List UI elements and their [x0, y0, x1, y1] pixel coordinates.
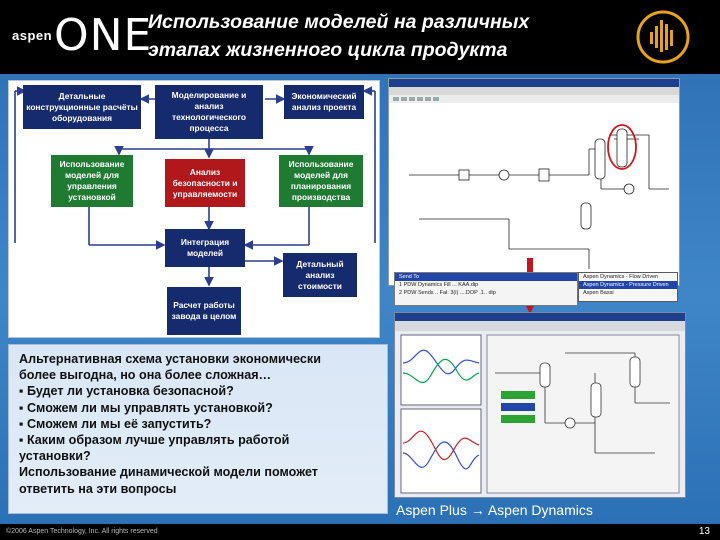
- flow-box-detailed-design: Детальные конструкционные расчёты оборуд…: [23, 85, 141, 129]
- aspen-dynamics-screenshot: [394, 312, 686, 498]
- text-line: Альтернативная схема установки экономиче…: [19, 352, 321, 366]
- title-line-2: этапах жизненного цикла продукта: [148, 39, 508, 61]
- menu-item-recent-1[interactable]: 1 PDW Dynamics Fill ... KAA.dip: [399, 282, 479, 288]
- menu-item-send-to[interactable]: Send To: [395, 273, 577, 281]
- logo-prefix: aspen: [12, 28, 53, 43]
- send-to-submenu[interactable]: Aspen Dynamics - Flow Driven Aspen Dynam…: [578, 272, 678, 302]
- send-to-menu[interactable]: Send To 1 PDW Dynamics Fill ... KAA.dip …: [394, 272, 578, 306]
- flowchart-connectors: [14, 86, 376, 287]
- header-bar: aspen ONE Использование моделей на разли…: [0, 0, 720, 74]
- flow-box-cost-analysis: Детальный анализ стоимости: [283, 253, 357, 297]
- flow-box-plant-operation: Расчет работы завода в целом: [167, 287, 241, 335]
- aspen-emblem-icon: [636, 10, 690, 64]
- text-line: Использование динамической модели поможе…: [19, 465, 318, 480]
- flow-box-process-modeling: Моделирование и анализ технологического …: [155, 85, 263, 139]
- submenu-item-bassi[interactable]: Aspen Bassi: [583, 290, 614, 296]
- bullet-question: ▪ Каким образом лучше управлять работой: [19, 433, 290, 448]
- flow-box-safety-analysis: Анализ безопасности и управляемости: [165, 159, 245, 207]
- flow-box-economic-analysis: Экономический анализ проекта: [284, 85, 364, 119]
- aspen-plus-flowsheet: [389, 79, 679, 269]
- submenu-item-pressure-driven[interactable]: Aspen Dynamics - Pressure Driven: [579, 281, 677, 289]
- flow-box-model-integration: Интеграция моделей: [165, 229, 245, 267]
- lifecycle-flowchart: Детальные конструкционные расчёты оборуд…: [8, 80, 380, 338]
- logo-main: ONE: [54, 10, 153, 61]
- aspen-plus-screenshot: [388, 78, 680, 286]
- transition-caption: Aspen Plus → Aspen Dynamics: [396, 502, 593, 518]
- discussion-text: Альтернативная схема установки экономиче…: [8, 344, 388, 514]
- aspen-dynamics-view: [395, 313, 685, 494]
- footer-bar: ©2006 Aspen Technology, Inc. All rights …: [0, 524, 720, 540]
- bullet-question: ▪ Будет ли установка безопасной?: [19, 384, 234, 399]
- bullet-question: ▪ Сможем ли мы её запустить?: [19, 416, 212, 431]
- text-line: более выгодна, но она более сложная…: [19, 368, 272, 383]
- page-number: 13: [698, 526, 710, 537]
- submenu-item-flow-driven[interactable]: Aspen Dynamics - Flow Driven: [583, 274, 659, 280]
- page-title: Использование моделей на различных этапа…: [148, 8, 628, 64]
- copyright-text: ©2006 Aspen Technology, Inc. All rights …: [6, 528, 158, 535]
- aspen-one-logo: aspen ONE: [12, 10, 151, 66]
- text-line: ответить на эти вопросы: [19, 481, 177, 496]
- text-line: установки?: [19, 449, 91, 464]
- flow-box-control-models: Использование моделей для управления уст…: [51, 155, 133, 207]
- flow-box-planning-models: Использование моделей для планирования п…: [279, 155, 363, 207]
- title-line-1: Использование моделей на различных: [148, 11, 530, 33]
- bullet-question: ▪ Сможем ли мы управлять установкой?: [19, 400, 273, 415]
- menu-item-recent-2[interactable]: 2 PDW Sends .. Fal: 3(i) ....DOP .1.. di…: [399, 290, 496, 296]
